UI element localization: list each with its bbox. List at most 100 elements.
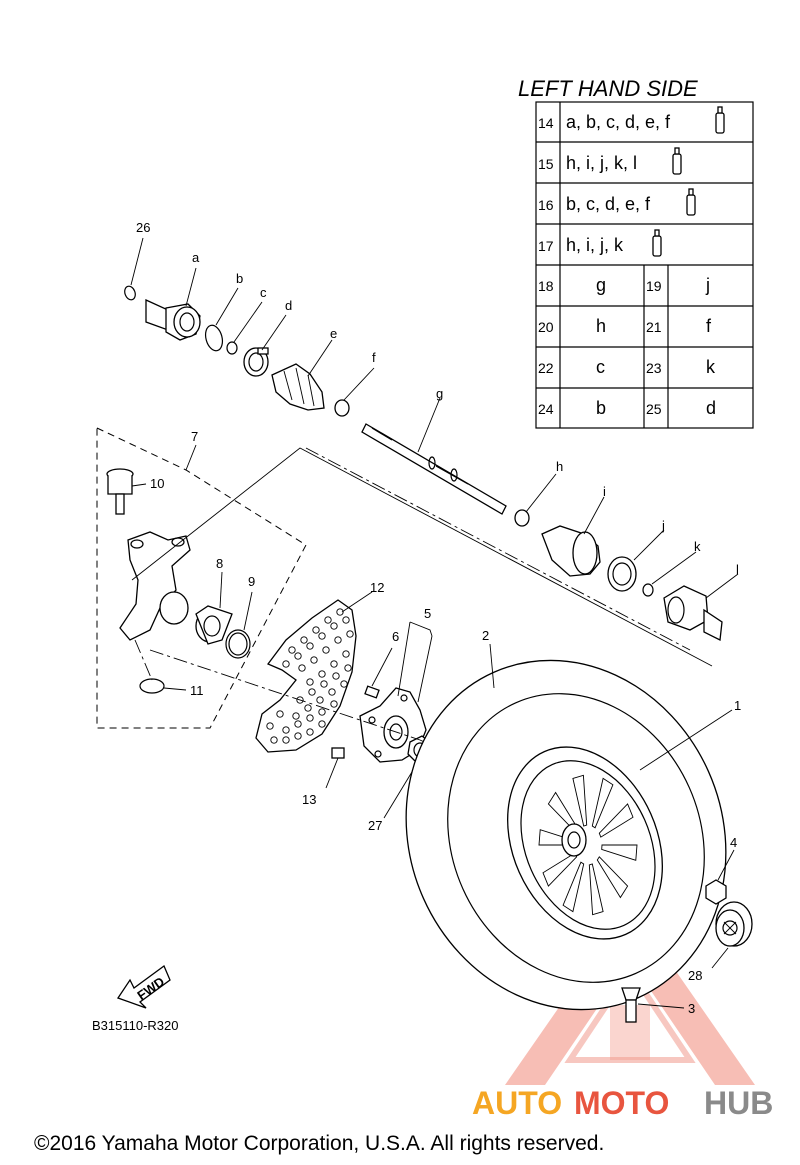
grease-tube-icon <box>686 188 696 216</box>
callout-10: 10 <box>150 476 164 491</box>
table-value: g <box>596 275 606 295</box>
disc-hole <box>316 696 324 704</box>
callout-9: 9 <box>248 574 255 589</box>
forward-arrow-icon: FWD <box>116 964 171 1009</box>
callout-6: 6 <box>392 629 399 644</box>
table-num: 18 <box>538 278 554 294</box>
table-num: 24 <box>538 401 554 417</box>
disc-holes <box>266 608 354 744</box>
callout-8: 8 <box>216 556 223 571</box>
wheel-spoke <box>588 863 604 916</box>
lug-nut: 4 <box>705 835 737 905</box>
wheel-spoke <box>598 803 634 838</box>
watermark-logo <box>505 905 755 1085</box>
callout-d: d <box>285 298 292 313</box>
disc-hole <box>282 726 290 734</box>
disc-hole <box>288 646 296 654</box>
disc-hole <box>342 650 350 658</box>
disc-hole <box>298 664 306 672</box>
table-row-num: 16 <box>538 197 554 213</box>
disc-hole <box>312 626 320 634</box>
wheel-spoke <box>601 844 638 861</box>
callout-g: g <box>436 386 443 401</box>
disc-hole <box>294 720 302 728</box>
knuckle-group: 7 10 8 9 11 <box>96 427 307 729</box>
callout-i: i <box>603 484 606 499</box>
table-value: d <box>706 398 716 418</box>
table-num: 25 <box>646 401 662 417</box>
disc-hole <box>306 642 314 650</box>
disc-hole <box>294 652 302 660</box>
disc-hole <box>292 712 300 720</box>
disc-hole <box>342 616 350 624</box>
callout-a: a <box>192 250 200 265</box>
disc-hole <box>318 708 326 716</box>
center-cap: 28 <box>688 901 753 983</box>
table-row-num: 17 <box>538 238 554 254</box>
callout-e: e <box>330 326 337 341</box>
disc-hole <box>318 720 326 728</box>
table-value: k <box>706 357 716 377</box>
disc-hole <box>328 688 336 696</box>
wheel-spoke <box>596 856 629 899</box>
watermark-text: AUTO MOTO HUB <box>472 1085 773 1121</box>
disc-hole <box>334 636 342 644</box>
watermark-moto: MOTO <box>574 1085 669 1121</box>
tire-valve: 3 <box>621 987 695 1023</box>
wheel-tire: 2 1 <box>405 628 741 1011</box>
disc-hole <box>270 736 278 744</box>
callout-f: f <box>372 350 376 365</box>
wheel-spoke <box>591 777 614 829</box>
callout-7: 7 <box>191 429 198 444</box>
table-row-num: 14 <box>538 115 554 131</box>
callout-11: 11 <box>190 683 204 698</box>
disc-hole <box>330 622 338 630</box>
callout-27: 27 <box>368 818 382 833</box>
disc-hole <box>276 710 284 718</box>
disc-hole <box>306 714 314 722</box>
diagram-code: B315110-R320 <box>92 1018 179 1033</box>
disc-hole <box>308 688 316 696</box>
disc-hole <box>300 636 308 644</box>
disc-hole <box>266 722 274 730</box>
table-row-num: 15 <box>538 156 554 172</box>
watermark-auto: AUTO <box>472 1085 562 1121</box>
wheel-spoke <box>562 861 585 913</box>
callout-c: c <box>260 285 267 300</box>
callout-4: 4 <box>730 835 737 850</box>
disc-hole <box>318 670 326 678</box>
callout-5: 5 <box>424 606 431 621</box>
callout-b: b <box>236 271 243 286</box>
grease-tube-icon <box>652 229 662 257</box>
grease-tube-icon <box>672 147 682 175</box>
callout-12: 12 <box>370 580 384 595</box>
drive-shaft-assembly: 26 a b c d e f <box>124 220 739 641</box>
disc-hole <box>324 616 332 624</box>
callout-j: j <box>661 518 665 533</box>
table-value: h <box>596 316 606 336</box>
table-title: LEFT HAND SIDE <box>518 76 698 101</box>
callout-28: 28 <box>688 968 702 983</box>
disc-hole <box>340 680 348 688</box>
table-value: b <box>596 398 606 418</box>
copyright-notice: ©2016 Yamaha Motor Corporation, U.S.A. A… <box>34 1132 604 1155</box>
disc-hole <box>330 700 338 708</box>
disc-hole <box>344 664 352 672</box>
disc-hole <box>346 630 354 638</box>
table-row-parts: h, i, j, k <box>566 235 624 255</box>
callout-h: h <box>556 459 563 474</box>
brake-disc: 12 <box>255 580 384 753</box>
table-num: 20 <box>538 319 554 335</box>
disc-hole <box>336 608 344 616</box>
callout-26: 26 <box>136 220 150 235</box>
table-value: j <box>705 275 710 295</box>
disc-hole <box>304 704 312 712</box>
table-row-parts: h, i, j, k, l <box>566 153 637 173</box>
disc-hole <box>318 632 326 640</box>
disc-hole <box>282 736 290 744</box>
disc-hole <box>332 672 340 680</box>
callout-13: 13 <box>302 792 316 807</box>
table-value: c <box>596 357 605 377</box>
table-row-parts: b, c, d, e, f <box>566 194 651 214</box>
